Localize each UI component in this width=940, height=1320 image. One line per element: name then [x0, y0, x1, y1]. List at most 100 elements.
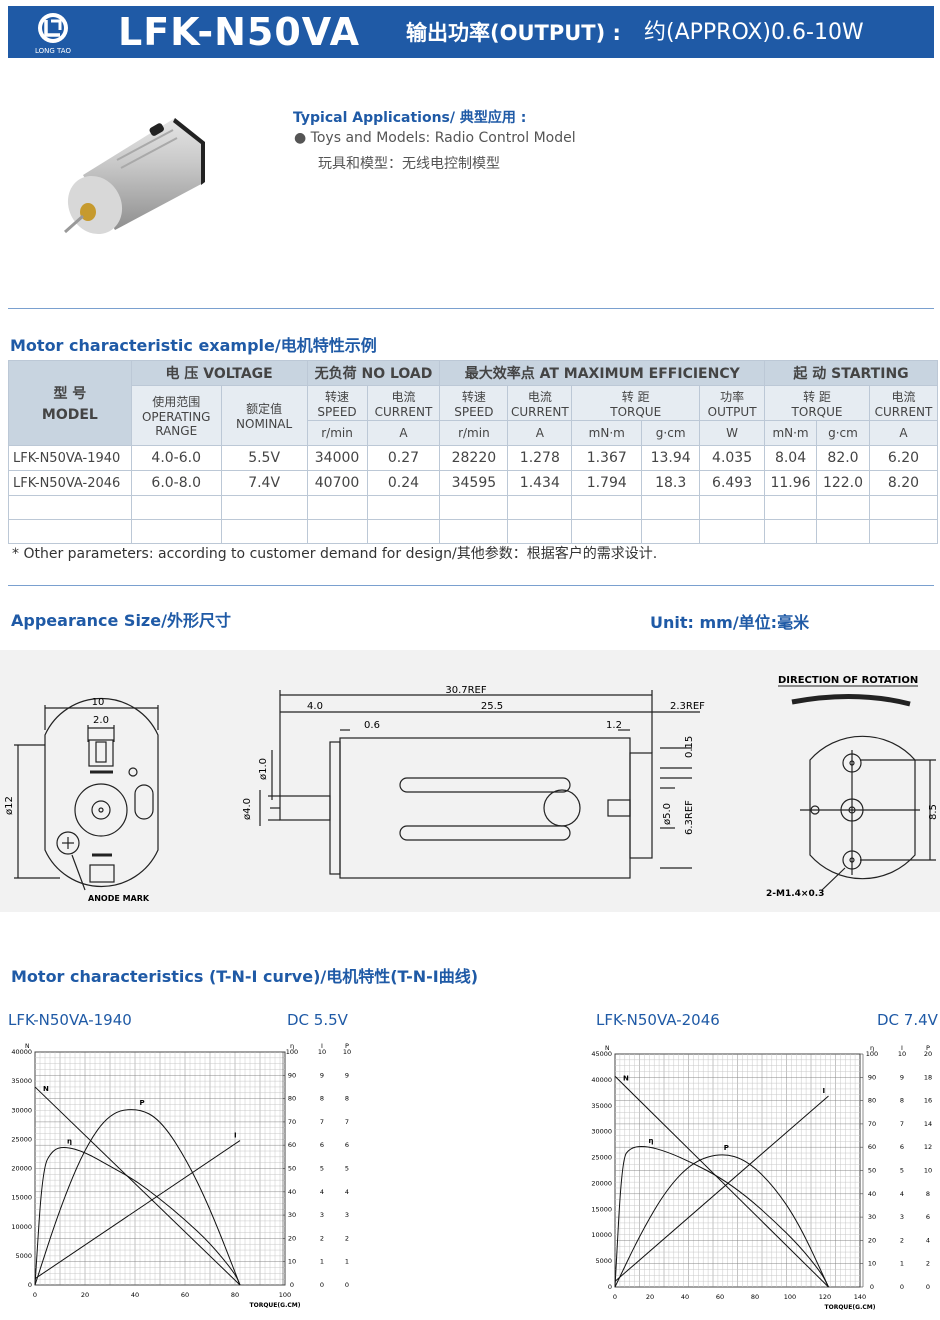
tick-label-right: 80	[868, 1097, 876, 1105]
logo-text: LONG TAO	[35, 47, 71, 55]
tick-label-right: 4	[900, 1190, 904, 1198]
tick-label-x: 20	[81, 1291, 89, 1299]
series-line-eta	[614, 1146, 829, 1288]
cell-me-output: 4.035	[699, 445, 766, 471]
series-line-p	[34, 1109, 241, 1286]
axis-label-eta: η	[870, 1044, 874, 1052]
tick-label-right: 6	[345, 1141, 349, 1149]
company-logo: LONG TAO	[35, 13, 71, 55]
tick-label-n: 10000	[11, 1223, 32, 1231]
tick-label-n: 5000	[595, 1257, 612, 1265]
tick-label-right: 70	[868, 1120, 876, 1128]
series-line-n	[34, 1086, 241, 1286]
curves-title: Motor characteristics (T-N-I curve)/电机特性…	[11, 967, 479, 986]
unit-mnm: mN·m	[571, 420, 643, 446]
screw-label: 2-M1.4×0.3	[766, 889, 824, 899]
tick-label-right: 8	[900, 1097, 904, 1105]
tick-label-n: 10000	[591, 1231, 612, 1239]
tick-label-right: 90	[288, 1071, 296, 1079]
tick-label-right: 2	[320, 1234, 324, 1242]
tick-label-right: 50	[868, 1167, 876, 1175]
dim-23ref: 2.3REF	[670, 701, 705, 712]
dim-d1: ø1.0	[258, 758, 269, 780]
x-axis-label: TORQUE(G.CM)	[825, 1304, 876, 1311]
tick-label-right: 9	[900, 1073, 904, 1081]
unit-gcm: g·cm	[641, 420, 701, 446]
tick-label-x: 100	[784, 1293, 796, 1301]
tick-label-right: 100	[866, 1050, 878, 1058]
model-title: LFK-N50VA	[118, 10, 361, 54]
series-label-eta: η	[67, 1137, 72, 1145]
series-line-i	[34, 1140, 241, 1280]
tick-label-right: 60	[288, 1141, 296, 1149]
tick-label-n: 25000	[591, 1154, 612, 1162]
tick-label-right: 7	[345, 1118, 349, 1126]
tick-label-x: 140	[854, 1293, 866, 1301]
output-label: 输出功率(OUTPUT) :	[406, 21, 621, 45]
tick-label-right: 1	[345, 1258, 349, 1266]
tick-label-right: 0	[345, 1281, 349, 1289]
application-item-en: ● Toys and Models: Radio Control Model	[294, 130, 576, 146]
tick-label-right: 16	[924, 1097, 932, 1105]
tick-label-right: 0	[870, 1283, 874, 1291]
tick-label-x: 60	[181, 1291, 189, 1299]
cell-st-current: 8.20	[868, 470, 939, 496]
cell-st-torque-gcm: 82.0	[816, 445, 870, 471]
cell-range: 4.0-6.0	[130, 445, 222, 471]
header-starting: 起 动 STARTING	[764, 360, 938, 386]
table-row: LFK-N50VA-1940 4.0-6.0 5.5V 34000 0.27 2…	[8, 445, 939, 471]
tick-label-right: 50	[288, 1165, 296, 1173]
tick-label-right: 10	[868, 1260, 876, 1268]
tick-label-x: 80	[231, 1291, 239, 1299]
side-view-drawing: 30.7REF 4.0 25.5 0.6 1.2 2.3REF 0.15 ø1.…	[242, 685, 705, 879]
unit-mnm: mN·m	[764, 420, 818, 446]
cell-model: LFK-N50VA-2046	[8, 470, 132, 496]
cell-me-current: 1.278	[507, 445, 573, 471]
tick-label-right: 2	[926, 1260, 930, 1268]
axis-label-n: N	[605, 1045, 610, 1052]
tick-label-right: 100	[286, 1048, 298, 1056]
cell-st-current: 6.20	[868, 445, 939, 471]
front-view-drawing: 10 2.0 ø12 ANODE MARK	[4, 697, 159, 903]
dim-63ref: 6.3REF	[684, 800, 695, 835]
tick-label-right: 18	[924, 1073, 932, 1081]
dim-015: 0.15	[684, 736, 695, 758]
tick-label-x: 120	[819, 1293, 831, 1301]
dim-85: 8.5	[928, 804, 939, 820]
series-label-n: N	[43, 1085, 49, 1093]
tick-label-x: 80	[751, 1293, 759, 1301]
tick-label-x: 0	[613, 1293, 617, 1301]
cell-me-current: 1.434	[507, 470, 573, 496]
section-divider	[8, 308, 934, 309]
cell-me-torque-mnm: 1.794	[571, 470, 643, 496]
dim-total: 30.7REF	[445, 685, 487, 696]
tick-label-n: 40000	[591, 1076, 612, 1084]
tick-label-right: 8	[320, 1095, 324, 1103]
header-voltage: 电 压 VOLTAGE	[130, 360, 308, 386]
cell-nl-current: 0.27	[366, 445, 441, 471]
tick-label-n: 30000	[11, 1106, 32, 1114]
tick-label-right: 0	[290, 1281, 294, 1289]
series-label-i: I	[823, 1087, 826, 1095]
axis-label-i: I	[901, 1044, 903, 1052]
dim-06: 0.6	[364, 720, 380, 731]
right-chart-voltage: DC 7.4V	[877, 1011, 938, 1029]
tick-label-right: 7	[900, 1120, 904, 1128]
cell-me-torque-gcm: 18.3	[641, 470, 701, 496]
tick-label-n: 35000	[591, 1102, 612, 1110]
cell-me-torque-gcm: 13.94	[641, 445, 701, 471]
unit-a: A	[507, 420, 573, 446]
cell-nominal: 7.4V	[220, 470, 308, 496]
tick-label-right: 10	[318, 1048, 326, 1056]
series-label-p: P	[724, 1144, 729, 1152]
motor-photo	[64, 118, 205, 235]
cell-me-speed: 28220	[439, 445, 509, 471]
tick-label-right: 30	[288, 1211, 296, 1219]
tick-label-right: 4	[320, 1188, 324, 1196]
